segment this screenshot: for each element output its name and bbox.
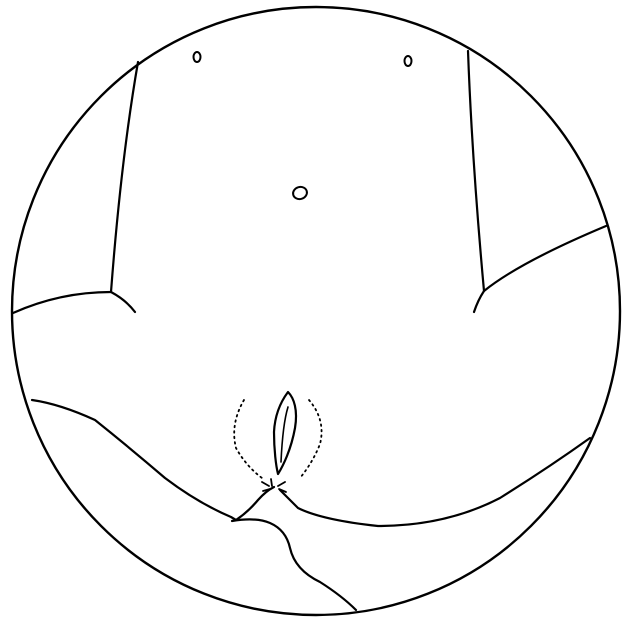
right-upper-body-contour (468, 51, 484, 312)
right-hip-contour (484, 226, 606, 291)
dotted-right-contour (300, 400, 322, 478)
left-hip-contour (13, 292, 111, 313)
lower-crossing-line (232, 519, 356, 610)
dotted-left-contour (234, 400, 262, 478)
left-nipple (194, 52, 201, 62)
right-nipple (405, 56, 412, 66)
outline-circle (12, 7, 620, 615)
perineal-star-marks (262, 479, 286, 492)
navel (292, 185, 309, 200)
left-upper-body-contour (111, 62, 138, 312)
vulva-outline (274, 392, 296, 474)
left-thigh-contour (32, 400, 274, 520)
